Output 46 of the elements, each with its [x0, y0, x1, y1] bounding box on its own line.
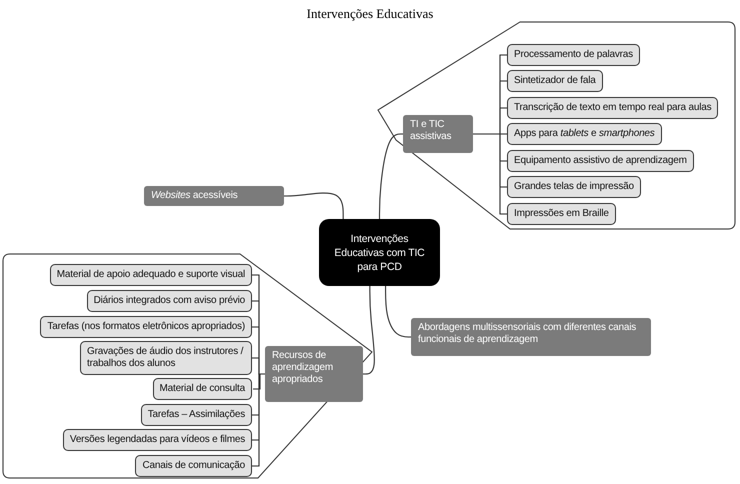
topic-text: Tarefas – Assimilações: [148, 409, 245, 421]
subtopic-box: [86, 290, 252, 312]
topic-text: Canais de comunicação: [142, 460, 245, 472]
topic-text: Material de apoio adequado e suporte visual: [56, 269, 245, 281]
connector-line: [385, 286, 411, 338]
topic-text: Processamento de palavras: [514, 49, 633, 61]
topic-text: Versões legendadas para vídeos e filmes: [70, 434, 245, 446]
connector-line: [252, 373, 265, 467]
subtopic-box: [140, 404, 252, 426]
branch-topic-box: [144, 186, 284, 206]
subtopic-box: [40, 316, 252, 338]
topic-text: Sintetizador de fala: [514, 75, 596, 87]
topic-text: Recursos de aprendizagem apropriados: [272, 350, 334, 386]
subtopic-box: [507, 176, 641, 198]
branch-topic-box: [411, 318, 651, 356]
subtopic-box: [507, 97, 718, 119]
diagram-title: Intervenções Educativas: [306, 6, 434, 22]
subtopic-box: [507, 44, 640, 66]
topic-text: Grandes telas de impressão: [514, 181, 634, 193]
connector-line: [284, 192, 344, 219]
topic-text: Equipamento assistivo de aprendizagem: [514, 155, 687, 167]
topic-text: Tarefas (nos formatos eletrônicos apropriados): [47, 321, 245, 333]
subtopic-box: [507, 203, 616, 225]
subtopic-box: [507, 150, 694, 172]
branch-topic-box: [265, 346, 363, 402]
subtopic-box: [507, 70, 603, 92]
connector-line: [473, 133, 507, 215]
subtopic-box: [152, 378, 252, 400]
topic-text: Websites acessíveis: [151, 190, 239, 202]
topic-text: TI e TIC assistivas: [410, 119, 452, 143]
subtopic-box: [80, 341, 252, 375]
topic-text: Impressões em Braille: [514, 208, 609, 220]
topic-text: Intervenções Educativas com TIC para PCD: [333, 232, 426, 274]
topic-text: Gravações de áudio dos instrutores / trabalhos dos alunos: [87, 346, 244, 370]
topic-text: Material de consulta: [160, 383, 245, 395]
topic-text: Abordagens multissensoriais com diferentes canais funcionais de aprendizagem: [418, 322, 638, 346]
subtopic-box: [507, 123, 662, 145]
subtopic-box: [50, 264, 252, 286]
topic-text: Diários integrados com aviso prévio: [94, 295, 245, 307]
topic-text: Transcrição de texto em tempo real para aulas: [514, 102, 712, 114]
subtopic-box: [62, 429, 252, 451]
branch-topic-box: [403, 115, 473, 153]
central-topic-box: [319, 219, 440, 286]
subtopic-box: [135, 455, 252, 477]
topic-text: Apps para tablets e smartphones: [514, 128, 655, 140]
connector-line: [378, 133, 403, 219]
